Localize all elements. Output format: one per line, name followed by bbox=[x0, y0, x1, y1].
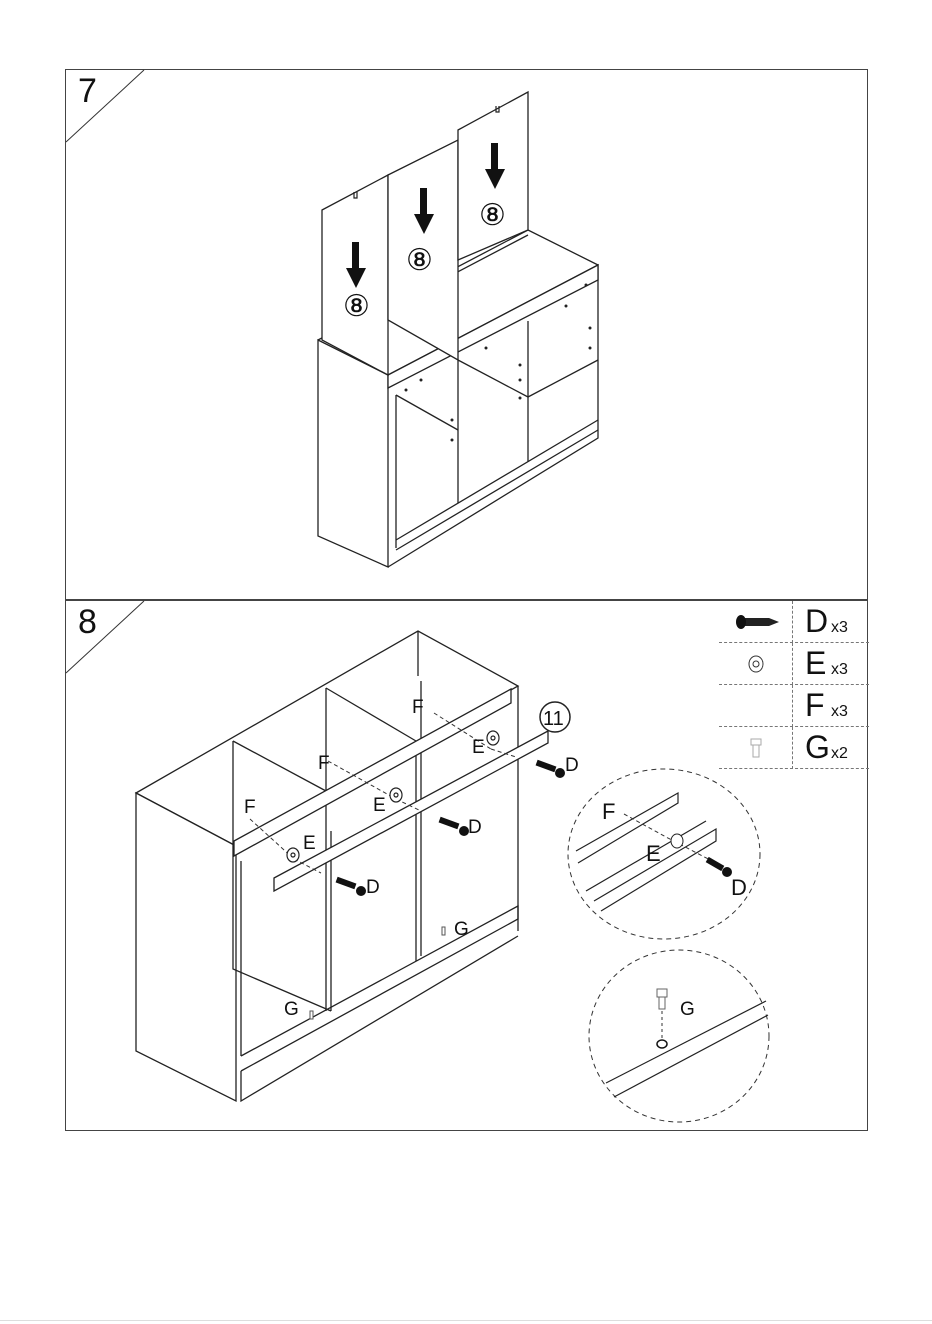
parts-letter: D bbox=[805, 603, 828, 640]
detail-view-shelf-pin: G bbox=[589, 950, 769, 1122]
page-edge bbox=[0, 1320, 932, 1324]
label-e: E bbox=[303, 833, 316, 854]
panel-callout-11: 11 bbox=[543, 708, 564, 730]
detail-label-f: F bbox=[602, 799, 615, 824]
detail-label-e: E bbox=[646, 841, 661, 866]
label-f: F bbox=[412, 697, 424, 718]
detail-view-cam-lock: F E D bbox=[568, 769, 760, 939]
step-7-illustration: ⑧ ⑧ ⑧ bbox=[66, 70, 869, 601]
label-d: D bbox=[565, 755, 579, 776]
parts-letter: E bbox=[805, 645, 826, 682]
parts-letter: F bbox=[805, 687, 825, 724]
label-d: D bbox=[468, 817, 482, 838]
parts-quantity: x3 bbox=[831, 661, 848, 679]
parts-quantity: x3 bbox=[831, 703, 848, 721]
detail-label-d: D bbox=[731, 875, 747, 900]
step-7-panel: 7 bbox=[65, 69, 868, 600]
label-e: E bbox=[373, 795, 386, 816]
parts-quantity: x2 bbox=[831, 745, 848, 763]
parts-row-g: G x2 bbox=[719, 727, 869, 769]
part-callout-8: ⑧ bbox=[343, 290, 370, 323]
cam-lock-icon bbox=[719, 643, 793, 685]
part-callout-8: ⑧ bbox=[406, 244, 433, 277]
step-8-panel: 8 bbox=[65, 600, 868, 1131]
label-g: G bbox=[454, 919, 469, 940]
parts-quantity: x3 bbox=[831, 619, 848, 637]
parts-letter: G bbox=[805, 729, 830, 766]
screw-icon bbox=[719, 601, 793, 643]
label-d: D bbox=[366, 877, 380, 898]
dowel-icon bbox=[719, 685, 793, 727]
parts-row-f: F x3 bbox=[719, 685, 869, 727]
parts-row-d: D x3 bbox=[719, 601, 869, 643]
label-g: G bbox=[284, 999, 299, 1020]
label-e: E bbox=[472, 737, 485, 758]
label-f: F bbox=[244, 797, 256, 818]
hardware-parts-list: D x3 E x3 F x3 G bbox=[719, 601, 869, 769]
parts-row-e: E x3 bbox=[719, 643, 869, 685]
part-callout-8: ⑧ bbox=[479, 199, 506, 232]
label-f: F bbox=[318, 753, 330, 774]
shelf-pin-icon bbox=[719, 727, 793, 769]
detail-label-g: G bbox=[680, 999, 695, 1020]
